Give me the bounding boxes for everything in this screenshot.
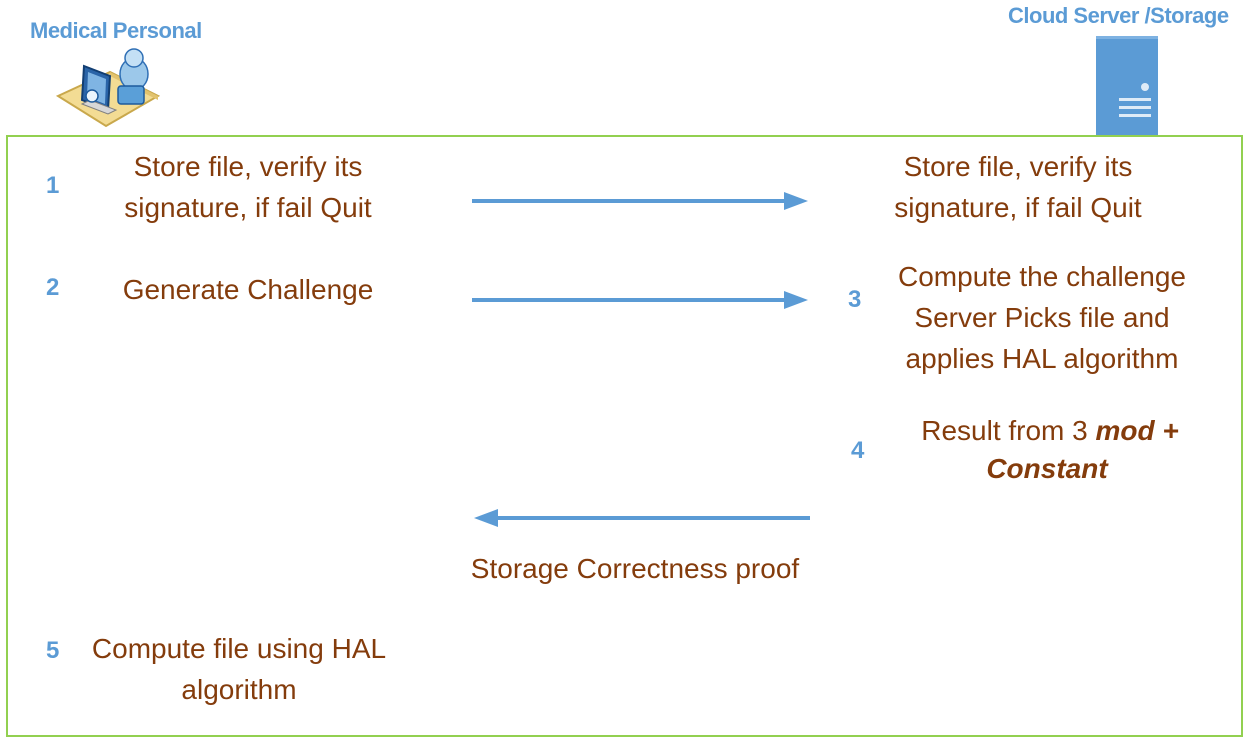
step-1-text: Store file, verify its signature, if fai…: [98, 146, 398, 228]
step-4-emphasis-2: Constant: [986, 453, 1108, 484]
arrow-right-2: [472, 291, 808, 309]
step-5-line-2: algorithm: [181, 674, 297, 705]
step-5-line-1: Compute file using HAL: [91, 633, 387, 664]
step-4-emphasis-1: mod +: [1095, 415, 1179, 446]
step-3-line-1: Compute the challenge: [898, 261, 1186, 292]
storage-correctness-proof-label: Storage Correctness proof: [470, 553, 800, 584]
medical-personnel-icon: [55, 48, 161, 128]
server-store-line-1: Store file, verify its: [903, 151, 1133, 182]
protocol-frame: [6, 135, 1243, 737]
step-4-prefix: Result from 3: [921, 415, 1096, 446]
step-number-5: 5: [46, 637, 60, 664]
step-1-line-2: signature, if fail Quit: [124, 192, 372, 223]
server-store-text: Store file, verify its signature, if fai…: [868, 146, 1168, 228]
step-number-1: 1: [46, 172, 60, 199]
right-actor-title: Cloud Server /Storage: [1008, 3, 1229, 28]
step-3-text: Compute the challenge Server Picks file …: [872, 256, 1212, 379]
step-5-text: Compute file using HAL algorithm: [78, 628, 400, 710]
step-number-4: 4: [851, 437, 865, 464]
arrow-left-proof: [474, 509, 810, 527]
step-4-line-1: Result from 3 mod +: [900, 412, 1200, 450]
arrow-right-1: [472, 192, 808, 210]
step-4-text: Result from 3 mod + Constant: [900, 412, 1200, 488]
left-actor-title: Medical Personal: [30, 18, 202, 43]
step-1-line-1: Store file, verify its: [133, 151, 363, 182]
step-number-2: 2: [46, 274, 60, 301]
step-number-3: 3: [848, 286, 862, 313]
server-tower-icon: [1096, 36, 1158, 136]
server-store-line-2: signature, if fail Quit: [894, 192, 1142, 223]
step-3-line-3: applies HAL algorithm: [905, 343, 1179, 374]
step-2-text: Generate Challenge: [122, 274, 374, 305]
step-3-line-2: Server Picks file and: [914, 302, 1170, 333]
